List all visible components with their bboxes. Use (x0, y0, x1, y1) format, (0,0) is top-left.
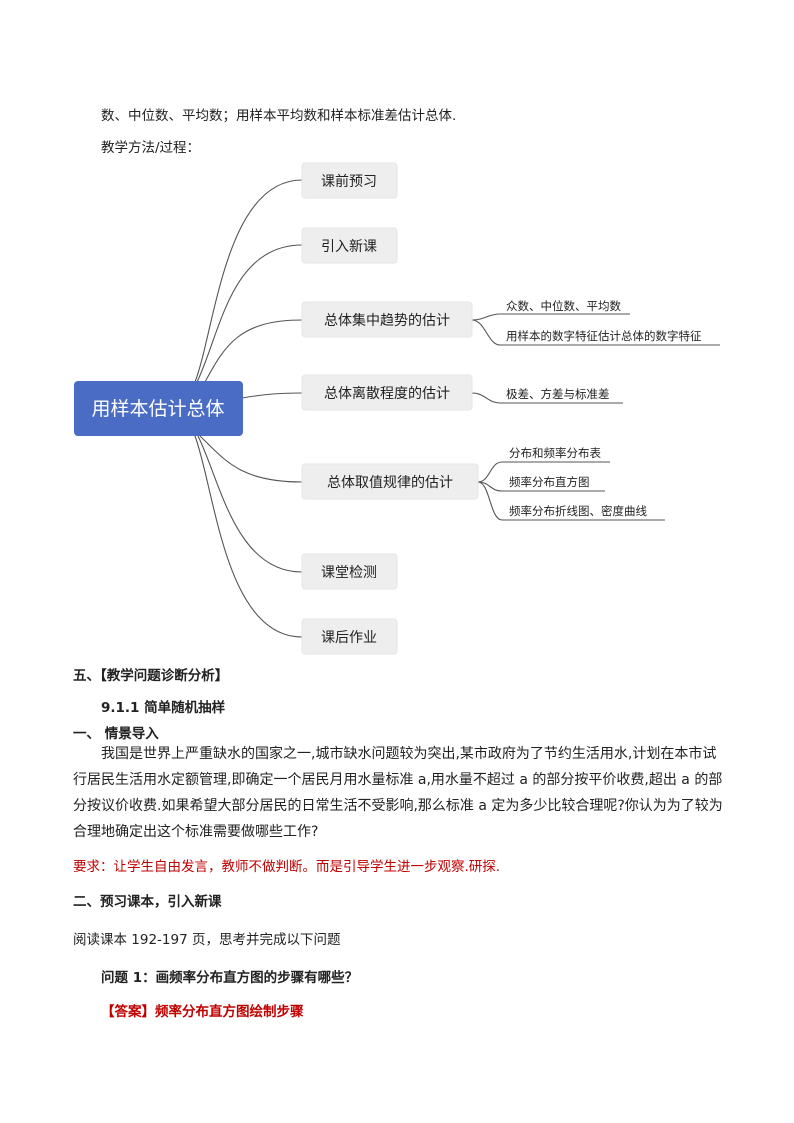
branch-node-new-lesson (301, 227, 398, 264)
connector-curve (194, 435, 303, 638)
requirement-text: 要求：让学生自由发言，教师不做判断。而是引导学生进一步观察.研探. (73, 859, 501, 875)
branch-label: 课后作业 (321, 630, 377, 646)
subsection-heading: 9.1.1 简单随机抽样 (101, 700, 226, 716)
connector-curve (196, 244, 303, 383)
branch-node-class-test (301, 553, 398, 590)
branch-label: 总体集中趋势的估计 (324, 312, 450, 329)
leaf-connector (471, 319, 720, 346)
branch-label: 课堂检测 (321, 565, 377, 581)
leaf-connector (477, 461, 610, 483)
section-heading: 五、【教学问题诊断分析】 (73, 668, 229, 684)
reading-instruction: 阅读课本 192-197 页，思考并完成以下问题 (73, 932, 341, 948)
connector-curve (204, 319, 303, 383)
leaf-connector (477, 481, 605, 492)
connector-curve (194, 179, 303, 383)
branch-label: 课前预习 (321, 173, 377, 190)
leaf-connector (471, 392, 623, 404)
connector-curve (199, 435, 303, 483)
intro-line-1: 数、中位数、平均数；用样本平均数和样本标准差估计总体. (101, 108, 457, 124)
answer-1: 【答案】频率分布直方图绘制步骤 (101, 1004, 304, 1020)
leaf-label: 用样本的数字特征估计总体的数字特征 (506, 329, 702, 343)
root-node (74, 381, 243, 436)
leaf-label: 分布和频率分布表 (509, 446, 601, 460)
intro-line-2: 教学方法/过程： (101, 140, 201, 156)
leaf-label: 频率分布折线图、密度曲线 (509, 504, 647, 518)
branch-node-homework (301, 618, 398, 655)
branch-node-distribution (301, 463, 479, 500)
leaf-label: 频率分布直方图 (509, 475, 590, 489)
branch-node-dispersion (301, 374, 473, 411)
connector-curve (241, 392, 303, 399)
leaf-connector (471, 313, 630, 321)
leaf-label: 众数、中位数、平均数 (506, 299, 621, 313)
branch-node-central-tendency (301, 301, 473, 338)
mind-map: 用样本估计总体 课前预习 引入新课 总体集中趋势的估计 总体离散程度的估计 总体… (74, 162, 720, 655)
question-1: 问题 1：画频率分布直方图的步骤有哪些？ (101, 970, 359, 986)
branch-label: 总体取值规律的估计 (327, 475, 453, 491)
branch-label: 总体离散程度的估计 (324, 385, 450, 402)
root-label: 用样本估计总体 (91, 398, 224, 420)
branch-label: 引入新课 (321, 239, 377, 255)
leaf-label: 极差、方差与标准差 (506, 387, 610, 401)
part1-heading: 一、 情景导入 (73, 726, 159, 742)
scenario-paragraph: 我国是世界上严重缺水的国家之一,城市缺水问题较为突出,某市政府为了节约生活用水,… (73, 746, 723, 840)
part2-heading: 二、预习课本，引入新课 (73, 894, 222, 910)
connector-curve (197, 435, 303, 573)
leaf-connector (477, 481, 665, 521)
branch-node-preview (301, 162, 398, 199)
